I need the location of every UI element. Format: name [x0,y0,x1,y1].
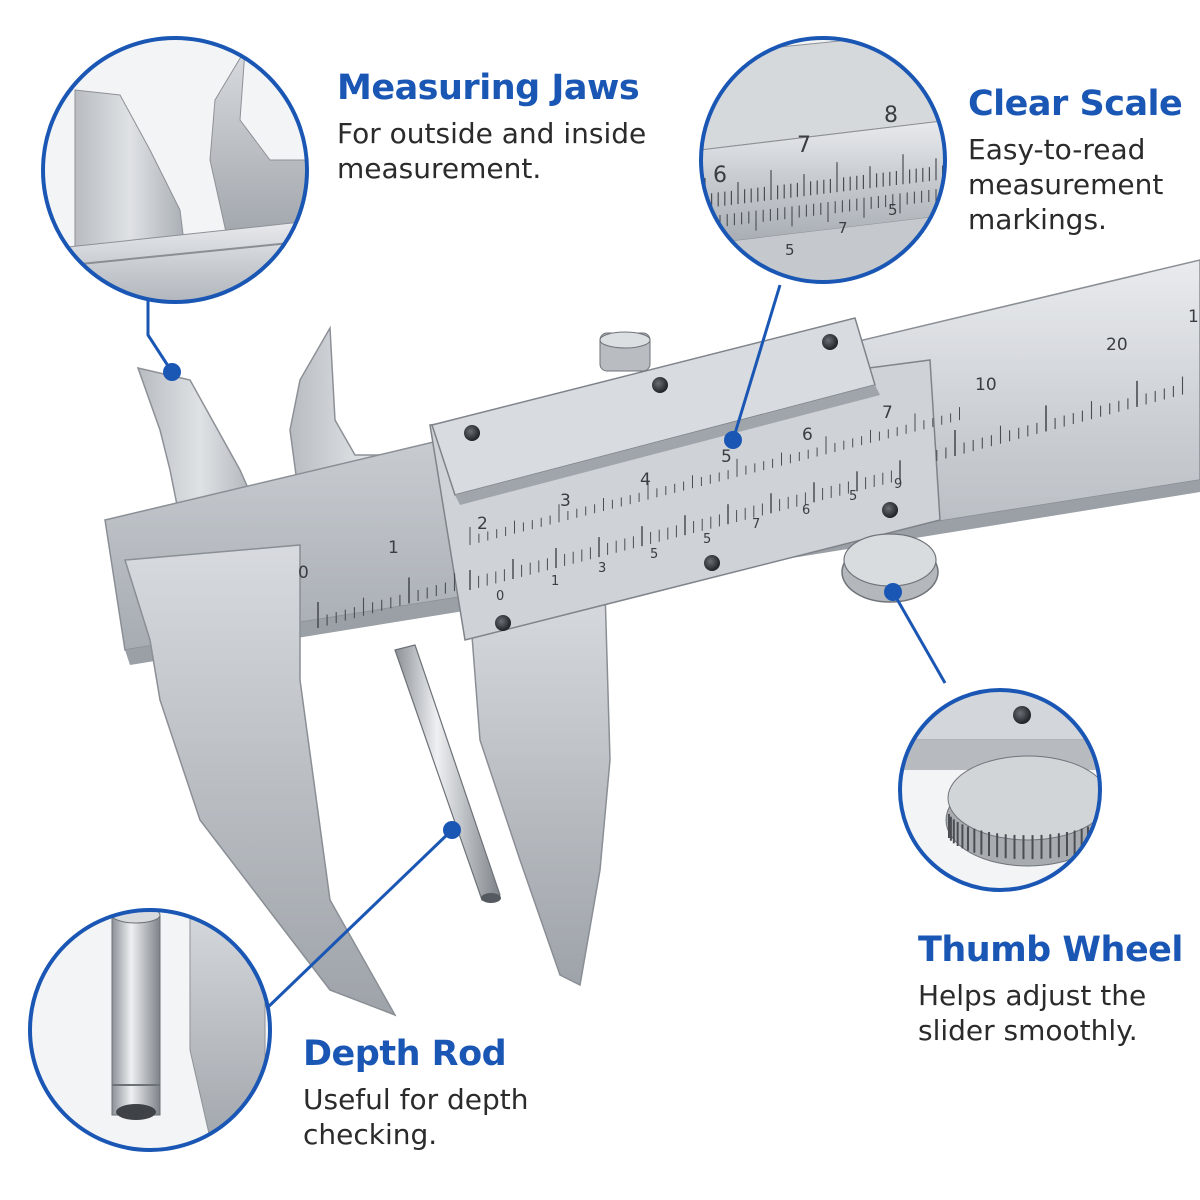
vernier-scale-ticks [469,407,960,590]
outside-jaw-fixed [124,544,397,1017]
vernier-label: 5 [849,489,857,504]
caliper-body: 0 1 2 3 4 5 6 7 10 20 1 0 1 3 5 5 7 6 5 … [104,259,1200,1017]
zoom-scale-label: 5 [785,241,795,259]
main-scale-label: 20 [1106,335,1128,355]
screw-icons [464,334,898,631]
leader-wheel [891,591,947,684]
depth-rod [394,644,501,901]
main-scale-label: 0 [298,563,309,583]
leader-jaws [146,300,174,373]
thumb-wheel-icon [841,533,939,603]
callout-description: Useful for depth checking. [303,1083,529,1152]
main-scale-label: 1 [388,538,399,558]
callout-clear-scale: Clear Scale Easy-to-read measurement mar… [968,84,1193,237]
leader-scale [731,284,782,441]
leader-depth [263,828,454,1012]
callout-title: Measuring Jaws [337,68,640,108]
vernier-label: 0 [496,589,504,604]
callout-title: Thumb Wheel [918,930,1183,970]
main-scale-labels: 0 1 2 3 4 5 6 7 10 20 1 [298,307,1199,583]
marker-dot-wheel [884,583,902,601]
callout-thumb-wheel: Thumb Wheel Helps adjust the slider smoo… [918,930,1193,1048]
zoom-circle-wheel: 5 [898,671,1102,892]
zoom-wheel-label: 5 [1006,671,1017,691]
leader-dots [163,363,902,839]
callout-title: Depth Rod [303,1034,507,1074]
vernier-label: 5 [650,547,658,562]
zoom-scale-label: 7 [797,133,811,158]
callout-description: For outside and inside measurement. [337,117,647,186]
zoom-circle-scale: 6 7 8 5 7 5 [699,36,947,284]
callout-description: Easy-to-read measurement markings. [968,133,1164,237]
main-scale-ticks [317,376,1184,628]
vernier-label: 9 [894,477,902,492]
vernier-scale-labels: 0 1 3 5 5 7 6 5 9 [496,477,902,604]
vernier-label: 7 [752,517,760,532]
zoom-circle-jaws [41,36,309,304]
marker-dot-depth [443,821,461,839]
zoom-scale-label: 8 [884,103,898,128]
zoom-scale-label: 7 [838,219,848,237]
main-scale-label: 5 [721,447,732,467]
callout-measuring-jaws: Measuring Jaws For outside and inside me… [337,68,667,186]
main-scale-label: 10 [975,375,997,395]
vernier-label: 3 [598,561,606,576]
leader-lines [146,284,947,1012]
main-scale-label: 4 [640,470,651,490]
zoom-circle-depth [28,908,272,1152]
zoom-scale-ticks [704,154,944,235]
callout-description: Helps adjust the slider smoothly. [918,979,1147,1048]
main-scale-label: 3 [560,491,571,511]
main-scale-label: 7 [882,403,893,423]
vernier-label: 1 [551,574,559,589]
vernier-label: 6 [802,503,810,518]
marker-dot-jaws [163,363,181,381]
main-scale-label: 1 [1188,307,1199,327]
callout-depth-rod: Depth Rod Useful for depth checking. [303,1034,583,1152]
outside-jaw-sliding [469,589,611,987]
callout-title: Clear Scale [968,84,1183,124]
zoom-scale-label: 6 [713,163,727,188]
marker-dot-scale [724,431,742,449]
zoom-scale-label: 5 [888,201,898,219]
locking-screw-icon [599,331,651,372]
vernier-label: 5 [703,532,711,547]
main-scale-label: 2 [477,514,488,534]
main-scale-label: 6 [802,425,813,445]
